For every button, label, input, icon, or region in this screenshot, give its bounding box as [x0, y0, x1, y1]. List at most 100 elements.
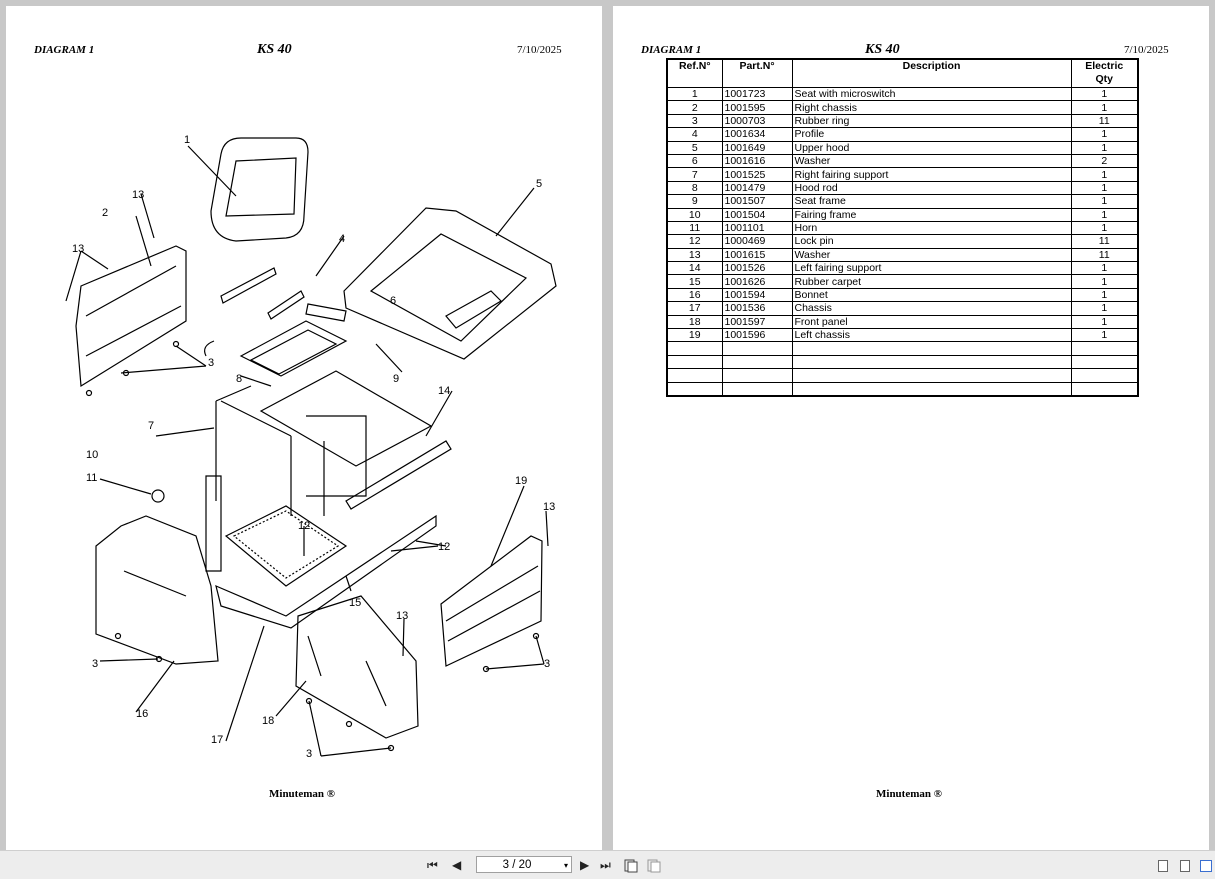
- cell-empty: [791, 368, 1072, 383]
- cell-desc: Washer: [791, 153, 1072, 169]
- cell-qty: 1: [1070, 127, 1139, 142]
- cell-desc: Fairing frame: [791, 207, 1072, 222]
- cell-ref: 9: [666, 194, 723, 209]
- cell-empty: [1070, 354, 1139, 370]
- cell-qty: 1: [1070, 274, 1139, 289]
- footer-brand: Minuteman ®: [876, 788, 942, 800]
- callout-5: 5: [536, 178, 542, 190]
- cell-part: 1001634: [721, 127, 793, 142]
- callout-18: 18: [262, 715, 274, 727]
- callout-6: 6: [390, 295, 396, 307]
- first-page-button[interactable]: ⏮: [427, 858, 438, 872]
- cell-qty: 1: [1070, 287, 1139, 303]
- pdf-page-right: DIAGRAM 1 KS 40 7/10/2025 Ref.N° Part.N°…: [613, 6, 1209, 850]
- bonnet-shape: [95, 515, 219, 665]
- fit-page-icon[interactable]: [624, 859, 638, 873]
- cell-ref: 10: [666, 207, 723, 222]
- cell-part: 1000469: [721, 234, 793, 249]
- callout-14: 14: [438, 385, 450, 397]
- cell-ref: 12: [666, 234, 723, 249]
- callout-8: 8: [236, 373, 242, 385]
- cell-desc: Hood rod: [791, 180, 1072, 196]
- single-page-view-icon[interactable]: [1158, 860, 1168, 872]
- callout-9: 9: [393, 373, 399, 385]
- table-row-empty: [666, 368, 1139, 383]
- last-page-button[interactable]: ⏭: [600, 858, 611, 872]
- cell-empty: [1070, 341, 1139, 356]
- cell-part: 1001597: [721, 314, 793, 330]
- callout-13-c: 13: [543, 501, 555, 513]
- left-chassis-shape: [440, 535, 543, 667]
- continuous-view-icon[interactable]: [1180, 860, 1190, 872]
- seat-shape: [210, 137, 309, 242]
- col-header-ref: Ref.N°: [666, 58, 723, 88]
- cell-part: 1001626: [721, 274, 793, 289]
- cell-desc: Rubber carpet: [791, 274, 1072, 289]
- diagram-label: DIAGRAM 1: [641, 44, 702, 56]
- fit-width-icon[interactable]: [647, 859, 661, 873]
- upper-hood-shape: [343, 207, 557, 360]
- cell-qty: 1: [1070, 301, 1139, 316]
- front-panel-shape: [295, 595, 419, 739]
- callout-2: 2: [102, 207, 108, 219]
- cell-desc: Right chassis: [791, 100, 1072, 115]
- col-header-description: Description: [791, 58, 1072, 88]
- cell-part: 1001649: [721, 140, 793, 155]
- cell-qty: 1: [1070, 100, 1139, 115]
- cell-ref: 5: [666, 140, 723, 155]
- callout-labels: 1 2 3 4 5 6 7 8 9 10 11 12 13 14 15 16 1…: [72, 134, 555, 760]
- cell-part: 1001507: [721, 194, 793, 209]
- cell-ref: 19: [666, 328, 723, 343]
- callout-3-b: 3: [92, 658, 98, 670]
- table-row-empty: [666, 354, 1139, 370]
- previous-page-button[interactable]: ◀: [452, 858, 462, 872]
- cell-ref: 1: [666, 86, 723, 102]
- cell-qty: 1: [1070, 207, 1139, 222]
- callout-13-d: 13: [396, 610, 408, 622]
- cell-qty: 1: [1070, 167, 1139, 182]
- callout-12-a: 12: [298, 520, 310, 532]
- cell-empty: [791, 354, 1072, 370]
- callout-1: 1: [184, 134, 190, 146]
- callout-4: 4: [339, 233, 345, 245]
- callout-10: 10: [86, 449, 98, 461]
- cell-part: 1001504: [721, 207, 793, 222]
- cell-part: 1001595: [721, 100, 793, 115]
- next-page-button[interactable]: ▶: [580, 858, 590, 872]
- pdf-viewer-toolbar: ⏮ ◀ 3 / 20 ▾ ▶ ⏭: [0, 850, 1215, 879]
- callout-7: 7: [148, 420, 154, 432]
- model-label: KS 40: [865, 42, 900, 57]
- table-row-empty: [666, 341, 1139, 356]
- cell-qty: 11: [1070, 247, 1139, 263]
- chevron-down-icon[interactable]: ▾: [563, 861, 568, 870]
- cell-empty: [791, 341, 1072, 356]
- cell-part: 1001525: [721, 167, 793, 182]
- cell-empty: [791, 381, 1072, 397]
- callout-13-b: 13: [72, 243, 84, 255]
- page-number-input[interactable]: 3 / 20 ▾: [476, 856, 572, 873]
- cell-desc: Front panel: [791, 314, 1072, 330]
- two-page-view-icon[interactable]: [1200, 860, 1212, 872]
- exploded-parts-diagram: 1 2 3 4 5 6 7 8 9 10 11 12 13 14 15 16 1…: [65, 134, 557, 760]
- callout-3-c: 3: [544, 658, 550, 670]
- cell-part: 1001594: [721, 287, 793, 303]
- cell-qty: 1: [1070, 328, 1139, 343]
- cell-ref: 13: [666, 247, 723, 263]
- cell-qty: 1: [1070, 140, 1139, 155]
- cell-part: 1001479: [721, 180, 793, 196]
- cell-part: 1001615: [721, 247, 793, 263]
- cell-part: 1001101: [721, 220, 793, 236]
